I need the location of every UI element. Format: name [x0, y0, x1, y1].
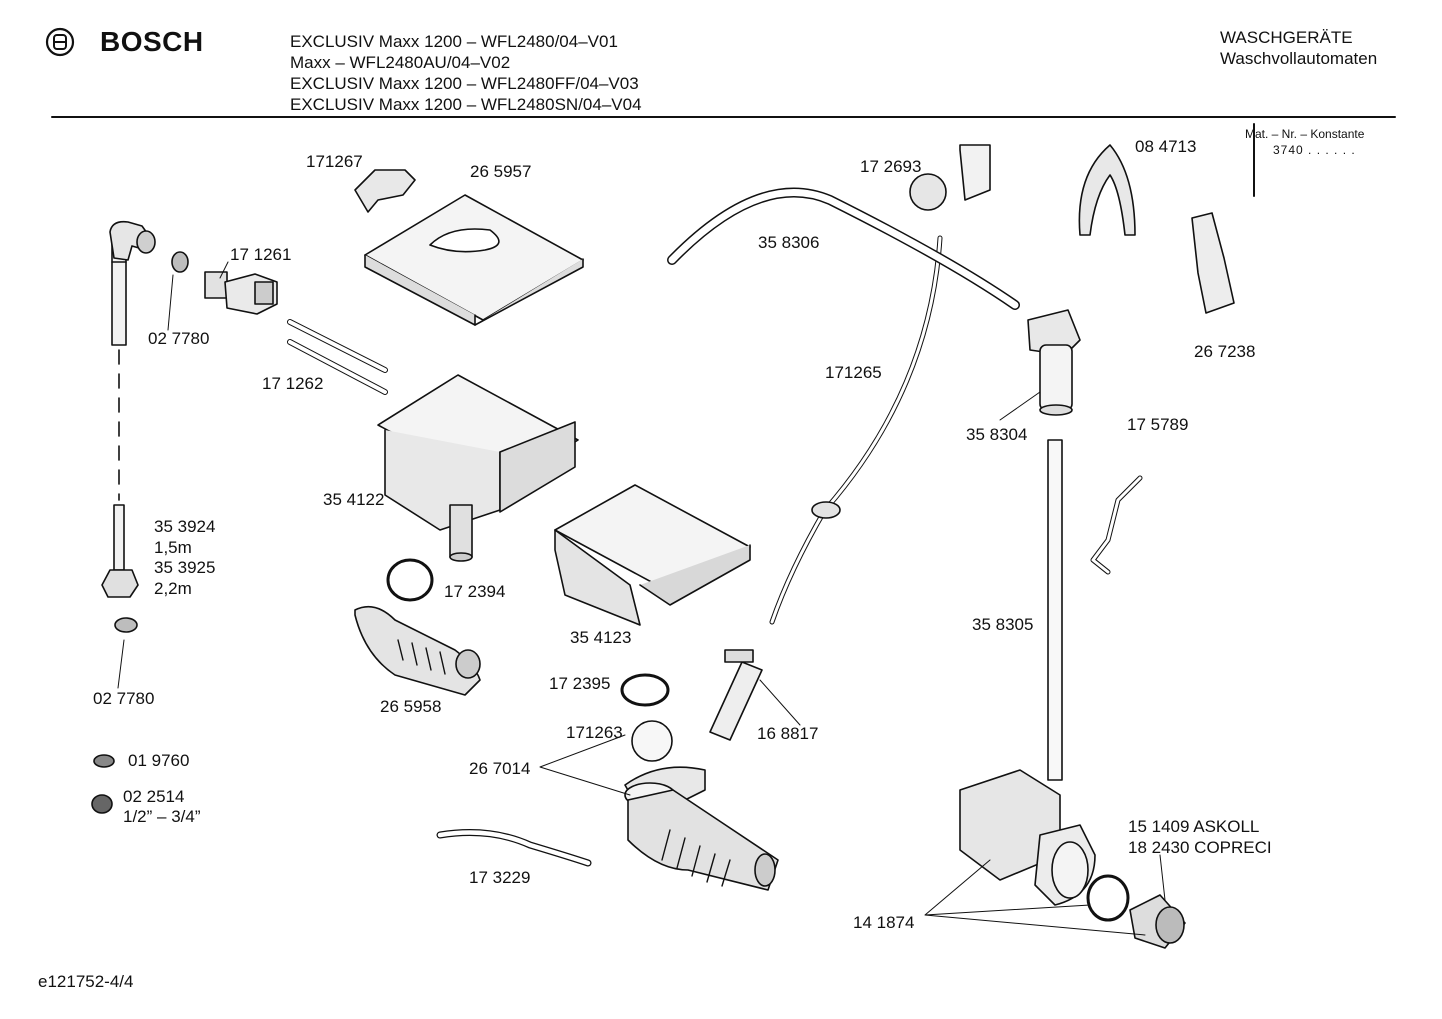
part-label-022514: 02 2514	[123, 787, 185, 806]
washer-019760-part	[93, 754, 115, 768]
sensor-168817-part	[709, 649, 763, 741]
part-label-172394: 17 2394	[444, 582, 506, 601]
drain-hose-elbow-part	[109, 220, 156, 346]
part-label-2-2m: 2,2m	[154, 579, 192, 598]
part-label-265958: 26 5958	[380, 697, 442, 716]
part-label-172693: 17 2693	[860, 157, 922, 176]
mat-value: 3740 . . . . . .	[1273, 143, 1356, 157]
drawer-housing-part	[377, 374, 579, 562]
bracket-171267-part	[354, 169, 416, 213]
part-label-267014: 26 7014	[469, 759, 531, 778]
part-label-354122: 35 4122	[323, 490, 385, 509]
part-label-175789: 17 5789	[1127, 415, 1189, 434]
part-label-267238: 26 7238	[1194, 342, 1256, 361]
bosch-logo-icon	[45, 27, 75, 57]
part-label-027780-top: 02 7780	[148, 329, 210, 348]
part-label-172395: 17 2395	[549, 674, 611, 693]
part-label-353925: 35 3925	[154, 558, 216, 577]
part-label-358304: 35 8304	[966, 425, 1028, 444]
category-subtitle: Waschvollautomaten	[1220, 49, 1378, 68]
sump-hose-267014-part	[624, 766, 779, 891]
wire-175789-part	[1090, 475, 1143, 575]
brand-name: BOSCH	[100, 26, 204, 57]
drawer-cover-part	[364, 194, 584, 326]
float-ball-171263-part	[631, 720, 673, 762]
seal-ring-172395-part	[620, 673, 670, 707]
part-label-358306: 35 8306	[758, 233, 820, 252]
inlet-hose-end-part	[101, 504, 139, 598]
part-label-173229: 17 3229	[469, 868, 531, 887]
part-label-151409-askoll: 15 1409 ASKOLL	[1128, 817, 1260, 836]
model-line-2: Maxx – WFL2480AU/04–V02	[290, 53, 511, 72]
category-title: WASCHGERÄTE	[1220, 28, 1353, 47]
part-label-265957: 26 5957	[470, 162, 532, 181]
part-label-353924: 35 3924	[154, 517, 216, 536]
part-label-168817: 16 8817	[757, 724, 819, 743]
mat-label: Mat. – Nr. – Konstante	[1245, 127, 1365, 141]
part-label-thread-size: 1/2” – 3/4”	[123, 807, 201, 826]
document-id: e121752-4/4	[38, 972, 134, 991]
part-label-182430-copreci: 18 2430 COPRECI	[1128, 838, 1272, 857]
part-label-354123: 35 4123	[570, 628, 632, 647]
model-line-1: EXCLUSIV Maxx 1200 – WFL2480/04–V01	[290, 32, 618, 51]
detergent-drawer-part	[554, 484, 751, 626]
pipe-358305-part	[1047, 439, 1063, 781]
corrugated-hose-265958-part	[354, 605, 481, 696]
part-label-171262: 17 1262	[262, 374, 324, 393]
clip-267238-part	[1191, 212, 1235, 314]
pump-seal-part	[1086, 874, 1130, 922]
part-label-171265: 171265	[825, 363, 882, 382]
drain-pump-part	[959, 769, 1096, 906]
part-label-171261: 17 1261	[230, 245, 292, 264]
part-label-171267: 171267	[306, 152, 363, 171]
washer-022514-part	[91, 794, 113, 814]
model-line-4: EXCLUSIV Maxx 1200 – WFL2480SN/04–V04	[290, 95, 642, 114]
part-label-019760: 01 9760	[128, 751, 190, 770]
part-label-1-5m: 1,5m	[154, 538, 192, 557]
seal-ring-172394-part	[386, 558, 434, 602]
pump-filter-part	[1129, 894, 1186, 949]
connector-358304-part	[1027, 309, 1081, 416]
model-line-3: EXCLUSIV Maxx 1200 – WFL2480FF/04–V03	[290, 74, 639, 93]
part-label-027780-bottom: 02 7780	[93, 689, 155, 708]
washer-027780b-part	[114, 617, 138, 633]
washer-027780a-part	[171, 251, 189, 273]
y-hose-084713-part	[1078, 144, 1136, 236]
part-label-358305: 35 8305	[972, 615, 1034, 634]
part-label-171263: 171263	[566, 723, 623, 742]
part-label-084713: 08 4713	[1135, 137, 1197, 156]
pressure-switch-part	[909, 144, 991, 211]
part-label-141874: 14 1874	[853, 913, 915, 932]
solenoid-valve-part	[204, 271, 278, 315]
